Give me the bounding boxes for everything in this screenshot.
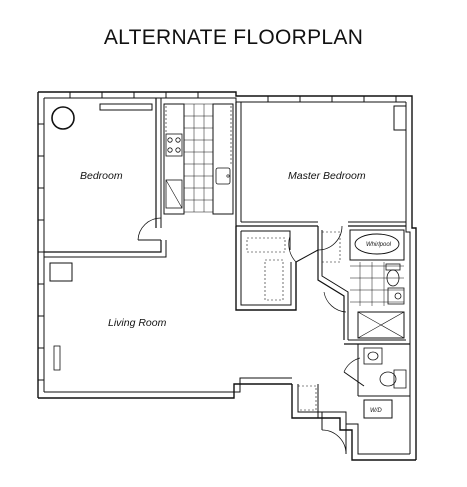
entry xyxy=(291,384,347,455)
master-bathroom xyxy=(317,226,410,345)
fixture-label-whirlpool: Whirlpool xyxy=(366,242,392,248)
fixture-label-wd: W/D xyxy=(370,408,382,414)
powder-room xyxy=(343,344,410,419)
hall-walls xyxy=(43,252,61,392)
room-label-living-room: Living Room xyxy=(108,317,167,329)
bedroom-walls xyxy=(44,98,167,282)
kitchen xyxy=(163,103,234,215)
exterior-walls xyxy=(37,91,417,461)
room-label-bedroom: Bedroom xyxy=(80,170,123,182)
page-title: ALTERNATE FLOORPLAN xyxy=(103,26,364,49)
walk-in-closet xyxy=(235,226,319,311)
room-label-master-bedroom: Master Bedroom xyxy=(288,170,366,182)
window-ticks xyxy=(38,92,397,381)
column-circle xyxy=(51,106,75,130)
